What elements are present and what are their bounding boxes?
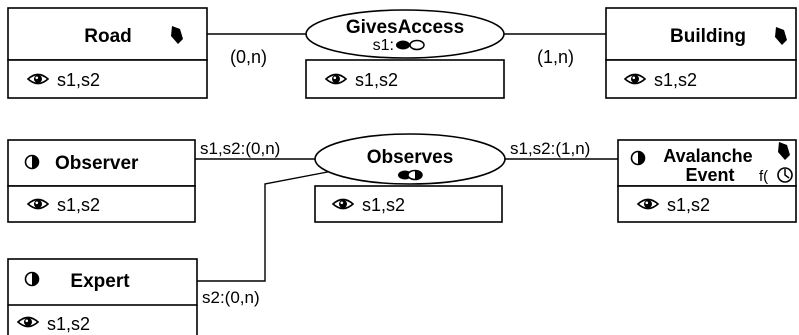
entity-name-line1: Avalanche — [663, 146, 752, 166]
time-interval-icon — [24, 154, 40, 170]
entity-name: Road — [84, 26, 132, 47]
entity-expert[interactable]: Expert s1,s2 — [7, 258, 198, 335]
validity-label: s1,s2 — [57, 195, 100, 215]
spatial-link-icon — [396, 39, 425, 51]
validity-label: s1,s2 — [47, 314, 90, 334]
validity-label: s1,s2 — [654, 70, 697, 90]
entity-name: Observer — [55, 153, 139, 174]
validity-label: s1,s2 — [57, 70, 100, 90]
validity-label: s1,s2 — [667, 195, 710, 215]
relationship-gives-access[interactable]: GivesAccess s1: s1,s2 — [305, 9, 505, 99]
cardinality-avalanche: s1,s2:(1,n) — [510, 139, 590, 158]
cardinality-observer: s1,s2:(0,n) — [200, 139, 280, 158]
relationship-name: GivesAccess — [346, 17, 464, 38]
entity-observer[interactable]: Observer s1,s2 — [7, 139, 196, 223]
entity-road[interactable]: Road s1,s2 — [7, 7, 208, 99]
entity-name-line2: Event — [685, 165, 734, 185]
derived-function-label: f( — [759, 168, 768, 185]
temporal-link-icon — [398, 169, 423, 181]
entity-building[interactable]: Building s1,s2 — [605, 7, 797, 99]
cardinality-expert: s2:(0,n) — [202, 288, 260, 307]
validity-label: s1,s2 — [355, 70, 398, 90]
line-expert-observes — [197, 169, 339, 282]
cardinality-road: (0,n) — [230, 47, 267, 67]
clock-icon — [777, 167, 793, 183]
relationship-line2: s1: — [373, 37, 394, 54]
connector-lines — [195, 33, 618, 282]
cardinality-building: (1,n) — [537, 47, 574, 67]
relationship-name: Observes — [367, 147, 454, 168]
time-interval-icon — [24, 271, 40, 287]
relationship-observes[interactable]: Observes s1,s2 — [314, 133, 506, 223]
time-interval-icon — [630, 150, 646, 166]
eye-icon — [17, 316, 39, 328]
entity-name: Expert — [70, 271, 130, 292]
validity-label: s1,s2 — [362, 195, 405, 215]
entity-avalanche-event[interactable]: Avalanche Event f( s1,s2 — [617, 139, 797, 223]
entity-name: Building — [670, 26, 746, 47]
